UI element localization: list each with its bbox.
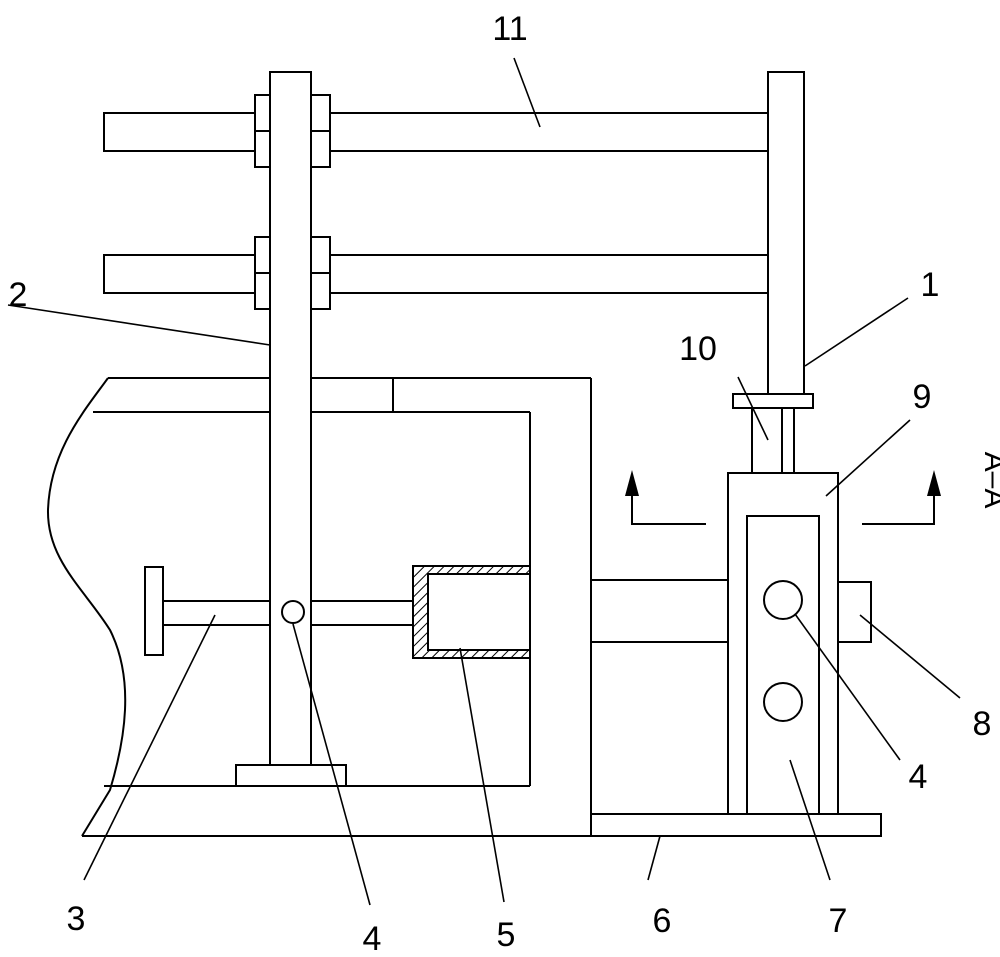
label-3: 3 <box>67 900 86 938</box>
section-arrows <box>625 470 941 525</box>
post-foot <box>235 764 347 787</box>
label-6: 6 <box>653 902 672 940</box>
horizontal-rods <box>103 112 769 294</box>
label-10: 10 <box>679 330 717 368</box>
base-plate <box>590 813 882 837</box>
label-8: 8 <box>973 705 992 743</box>
label-9: 9 <box>913 378 932 416</box>
label-1: 1 <box>921 266 940 304</box>
label-4-left: 4 <box>363 920 382 957</box>
part-labels: 11 2 1 10 9 8 4 3 4 5 6 7 A–A <box>9 10 1000 957</box>
piston-rod <box>751 407 795 474</box>
section-label: A–A <box>978 452 1000 509</box>
right-post <box>767 71 805 397</box>
pin-hole-upper <box>763 580 803 620</box>
pin-hole-lower <box>763 682 803 722</box>
side-knob <box>837 581 872 643</box>
connecting-bar <box>590 579 729 643</box>
left-post <box>269 71 312 766</box>
inner-slider <box>746 515 820 815</box>
clamp-block <box>412 565 531 659</box>
leader-lines <box>7 57 961 906</box>
post-flange <box>732 393 814 409</box>
label-5: 5 <box>497 916 516 954</box>
label-4-right: 4 <box>909 758 928 796</box>
label-7: 7 <box>829 902 848 940</box>
label-2: 2 <box>9 276 28 314</box>
handle <box>144 566 164 656</box>
pivot-pin <box>281 600 305 624</box>
label-11: 11 <box>492 10 527 48</box>
